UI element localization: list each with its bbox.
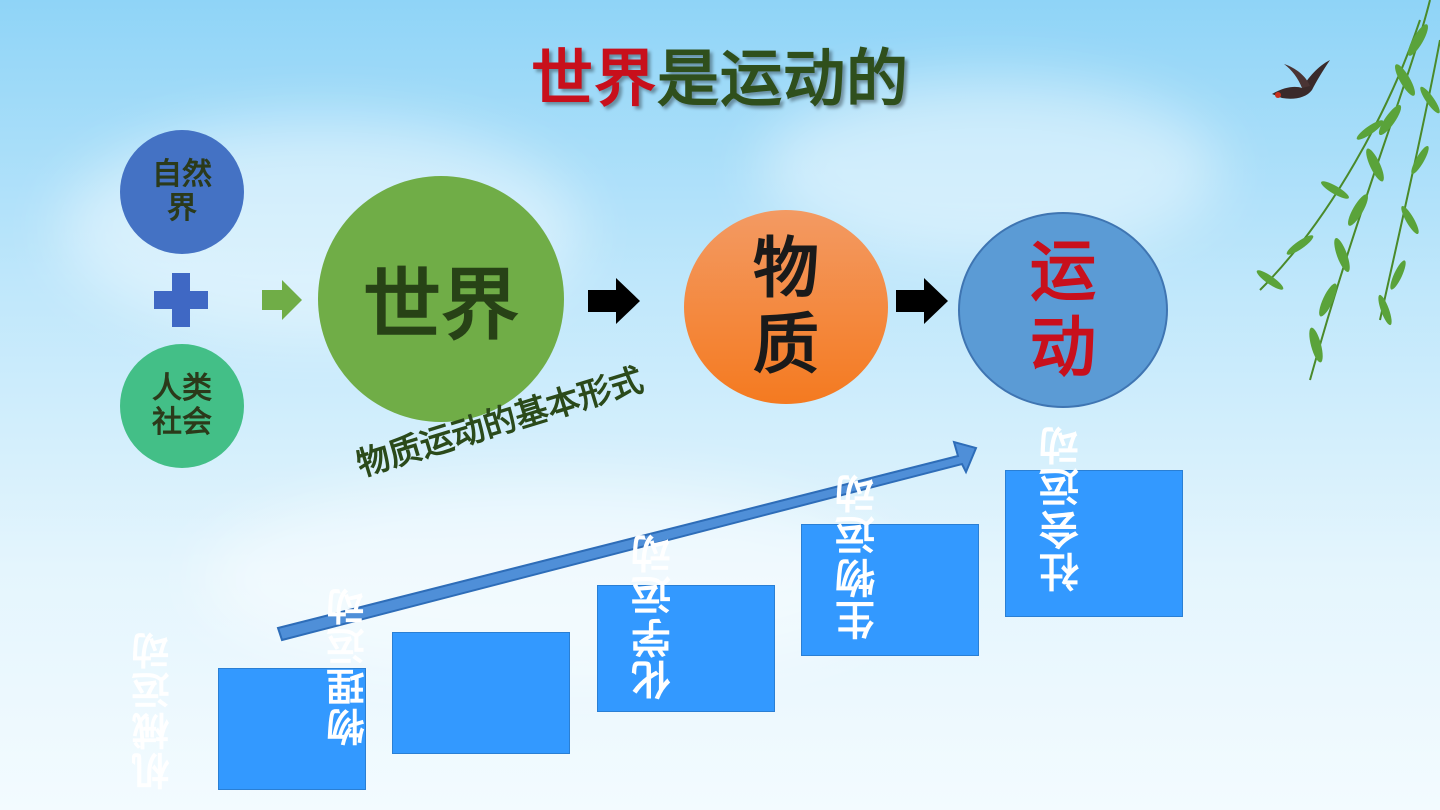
title-red-part: 世界 bbox=[530, 42, 657, 115]
green-arrow-icon bbox=[262, 280, 302, 320]
form-label: 社会运动 bbox=[1040, 424, 1086, 592]
world-label: 世界 bbox=[362, 261, 519, 351]
matter-circle: 物质 bbox=[684, 210, 888, 404]
form-label: 生物运动 bbox=[836, 472, 882, 640]
world-circle: 世界 bbox=[318, 176, 564, 422]
nature-circle: 自然界 bbox=[120, 130, 244, 254]
form-box bbox=[801, 524, 979, 656]
plus-icon bbox=[154, 273, 208, 327]
form-box bbox=[1005, 470, 1183, 617]
form-box bbox=[218, 668, 366, 790]
black-arrow-icon bbox=[896, 278, 948, 324]
form-box bbox=[392, 632, 570, 754]
swallow-bird-icon bbox=[1272, 60, 1330, 99]
motion-circle: 运动 bbox=[958, 212, 1168, 408]
society-circle: 人类社会 bbox=[120, 344, 244, 468]
nature-label: 自然界 bbox=[152, 157, 212, 226]
matter-label: 物质 bbox=[753, 230, 819, 383]
willow-branch-icon bbox=[1256, 0, 1440, 381]
black-arrow-icon bbox=[588, 278, 640, 324]
form-label: 化学运动 bbox=[632, 532, 678, 700]
society-label: 人类社会 bbox=[152, 371, 212, 440]
title-green-part: 是运动的 bbox=[657, 42, 910, 115]
form-box bbox=[597, 585, 775, 712]
form-label: 物理运动 bbox=[327, 586, 371, 746]
motion-label: 运动 bbox=[1030, 233, 1096, 386]
diagonal-arrow-icon bbox=[276, 440, 978, 642]
page-title: 世界是运动的 bbox=[0, 28, 1440, 118]
